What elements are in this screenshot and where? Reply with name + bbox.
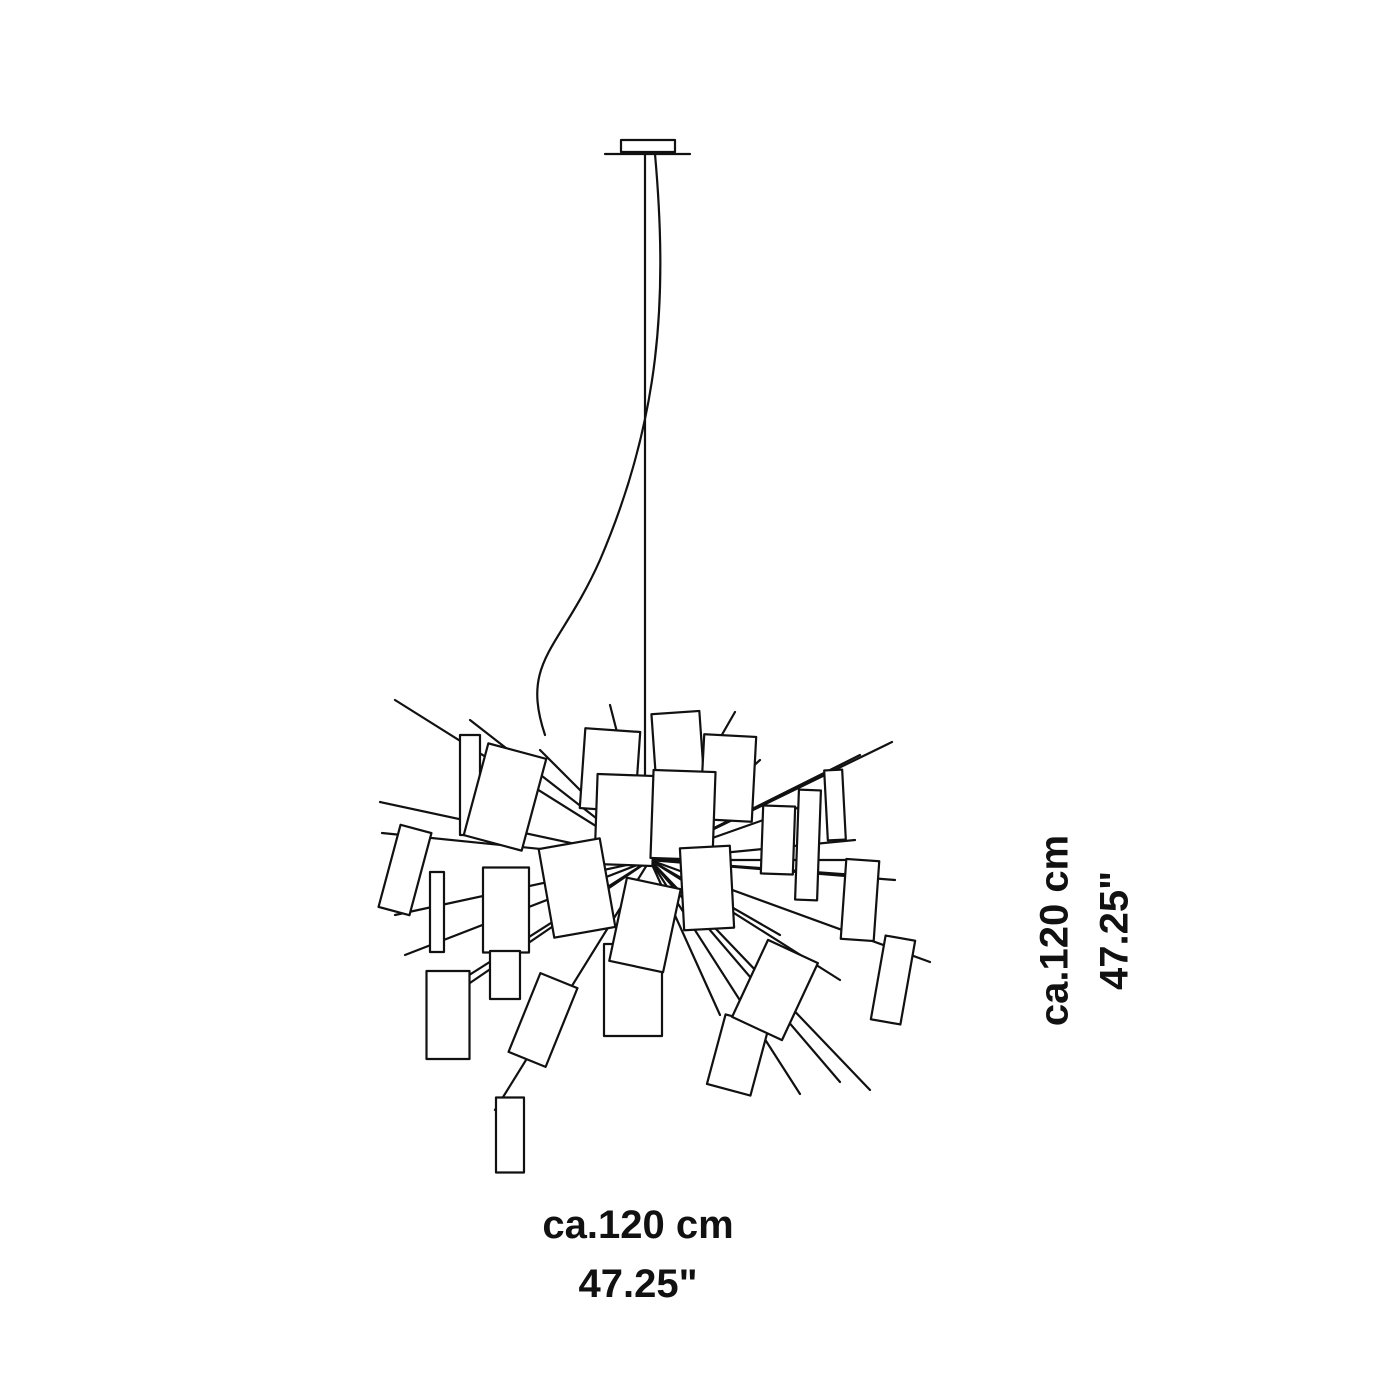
leaves-group [377,709,917,1174]
paper-leaf [593,772,657,868]
paper-leaf [462,742,548,852]
paper-leaf [425,969,471,1061]
paper-leaf [488,949,522,1001]
paper-leaf [481,866,531,954]
rod [443,858,652,1002]
paper-leaf [793,788,823,902]
paper-leaf [377,823,433,917]
paper-leaf [869,934,917,1026]
paper-leaf [428,870,446,954]
paper-leaf [759,804,797,876]
paper-leaf [731,938,819,1042]
power-cord [536,152,662,737]
paper-leaf [823,768,847,842]
paper-leaf [537,837,617,939]
paper-leaf [839,857,881,943]
paper-leaf [608,876,682,974]
height-metric-label: ca.120 cm [1032,834,1077,1027]
height-imperial-label: 47.25" [1092,870,1137,991]
width-metric-label: ca.120 cm [542,1203,734,1247]
paper-leaf [507,972,579,1068]
width-imperial-label: 47.25" [578,1262,698,1306]
paper-leaf [678,844,736,932]
paper-leaf [494,1096,526,1174]
ceiling-canopy [619,138,677,154]
